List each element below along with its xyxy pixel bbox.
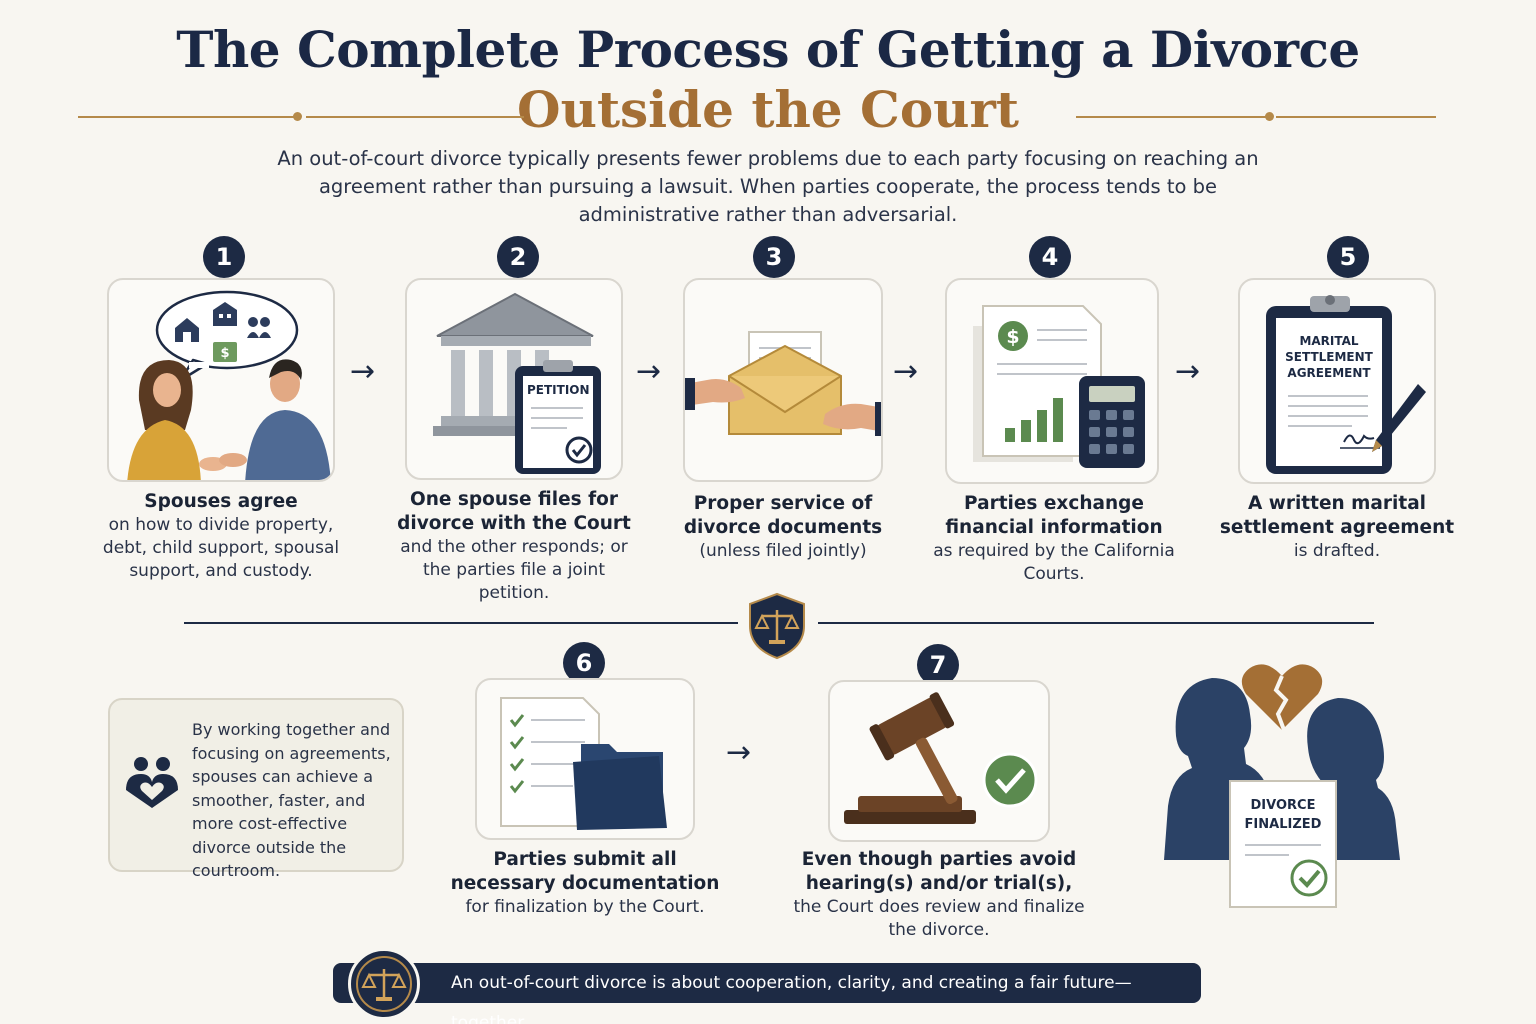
settlement-label-line2: SETTLEMENT (1285, 350, 1373, 364)
step-5-text: is drafted. (1293, 541, 1381, 561)
svg-text:$: $ (220, 346, 229, 361)
finalized-label: DIVORCE FINALIZED (1231, 796, 1335, 834)
title-rule-dot-left (293, 112, 302, 121)
envelope-handoff-icon (685, 331, 881, 436)
arrow-4-5: → (1175, 354, 1201, 389)
step-7-text: the Court does review and finalize the d… (793, 897, 1085, 940)
title-rule-left (78, 116, 300, 118)
step-7-card (828, 680, 1050, 842)
step-3-text: (unless filed jointly) (699, 541, 867, 561)
scales-icon (356, 956, 412, 1012)
step-3-title: Proper service of divorce documents (683, 493, 883, 538)
page-title-line2: Outside the Court (517, 80, 1019, 139)
step-6-caption: Parties submit all necessary documentati… (450, 848, 720, 919)
financial-docs-icon: $ (973, 305, 1145, 468)
finalized-label-line1: DIVORCE (1250, 798, 1316, 813)
settlement-label-line3: AGREEMENT (1287, 366, 1371, 380)
title-rule-left-2 (306, 116, 524, 118)
check-icon (1290, 859, 1328, 897)
step-4-badge: 4 (1029, 236, 1071, 278)
step-2-badge: 2 (497, 236, 539, 278)
step-1-badge: 1 (203, 236, 245, 278)
step-2-text: and the other responds; or the parties f… (400, 537, 628, 603)
arrow-3-4: → (893, 354, 919, 389)
footer-banner-text: An out-of-court divorce is about coopera… (451, 973, 1132, 1024)
footer-banner: An out-of-court divorce is about coopera… (333, 963, 1201, 1024)
settlement-label-line1: MARITAL (1299, 334, 1359, 348)
title-rule-right-2 (1276, 116, 1436, 118)
arrow-6-7: → (726, 735, 752, 770)
step-5-badge: 5 (1327, 236, 1369, 278)
step-6-title: Parties submit all necessary documentati… (450, 849, 720, 894)
petition-label: PETITION (527, 383, 590, 397)
hearts-people-icon (126, 757, 178, 808)
gavel-check-icon (844, 692, 1038, 824)
section-divider-right (818, 622, 1374, 624)
step-7-title: Even though parties avoid hearing(s) and… (801, 849, 1077, 894)
step-1-text: on how to divide property, debt, child s… (102, 515, 340, 581)
step-7-caption: Even though parties avoid hearing(s) and… (790, 848, 1088, 942)
page-title-line1: The Complete Process of Getting a Divorc… (176, 20, 1360, 79)
step-6-card (475, 678, 695, 840)
tip-text: By working together and focusing on agre… (192, 720, 391, 880)
step-4-text: as required by the California Courts. (933, 541, 1175, 584)
footer-seal (348, 948, 420, 1020)
divorce-finalized-doc: DIVORCE FINALIZED (1229, 780, 1337, 908)
arrow-1-2: → (350, 354, 376, 389)
settlement-doc-label: MARITAL SETTLEMENT AGREEMENT (1276, 333, 1382, 381)
broken-heart-icon (1241, 664, 1323, 731)
step-5-caption: A written marital settlement agreement i… (1212, 492, 1462, 563)
step-7-badge: 7 (917, 644, 959, 686)
clipboard-pen-icon (1266, 295, 1426, 474)
checklist-folder-icon (500, 697, 667, 830)
step-2-title: One spouse files for divorce with the Co… (397, 489, 631, 534)
section-divider-left (184, 622, 738, 624)
tip-box: By working together and focusing on agre… (108, 698, 404, 880)
step-1-card: $ (107, 278, 335, 482)
step-3-card (683, 278, 883, 482)
step-4-card: $ (945, 278, 1159, 484)
step-5-card (1238, 278, 1436, 484)
scales-icon (749, 592, 805, 660)
step-4-caption: Parties exchange financial information a… (932, 492, 1176, 586)
arrow-2-3: → (636, 354, 662, 389)
title-rule-right (1076, 116, 1266, 118)
step-3-caption: Proper service of divorce documents (unl… (666, 492, 900, 563)
step-3-badge: 3 (753, 236, 795, 278)
step-6-badge: 6 (563, 642, 605, 684)
svg-text:$: $ (1006, 326, 1019, 348)
step-2-caption: One spouse files for divorce with the Co… (392, 488, 636, 605)
step-5-title: A written marital settlement agreement (1219, 493, 1455, 538)
calculator-icon (1079, 376, 1145, 468)
title-rule-dot-right (1265, 112, 1274, 121)
step-6-text: for finalization by the Court. (465, 897, 705, 917)
courthouse-icon (433, 292, 601, 474)
finalized-label-line2: FINALIZED (1244, 817, 1322, 832)
conversation-icon: $ (127, 290, 331, 480)
intro-paragraph: An out-of-court divorce typically presen… (277, 147, 1259, 226)
step-1-title: Spouses agree (144, 491, 298, 512)
step-1-caption: Spouses agree on how to divide property,… (90, 490, 352, 583)
step-4-title: Parties exchange financial information (945, 493, 1163, 538)
step-2-card (405, 278, 623, 480)
